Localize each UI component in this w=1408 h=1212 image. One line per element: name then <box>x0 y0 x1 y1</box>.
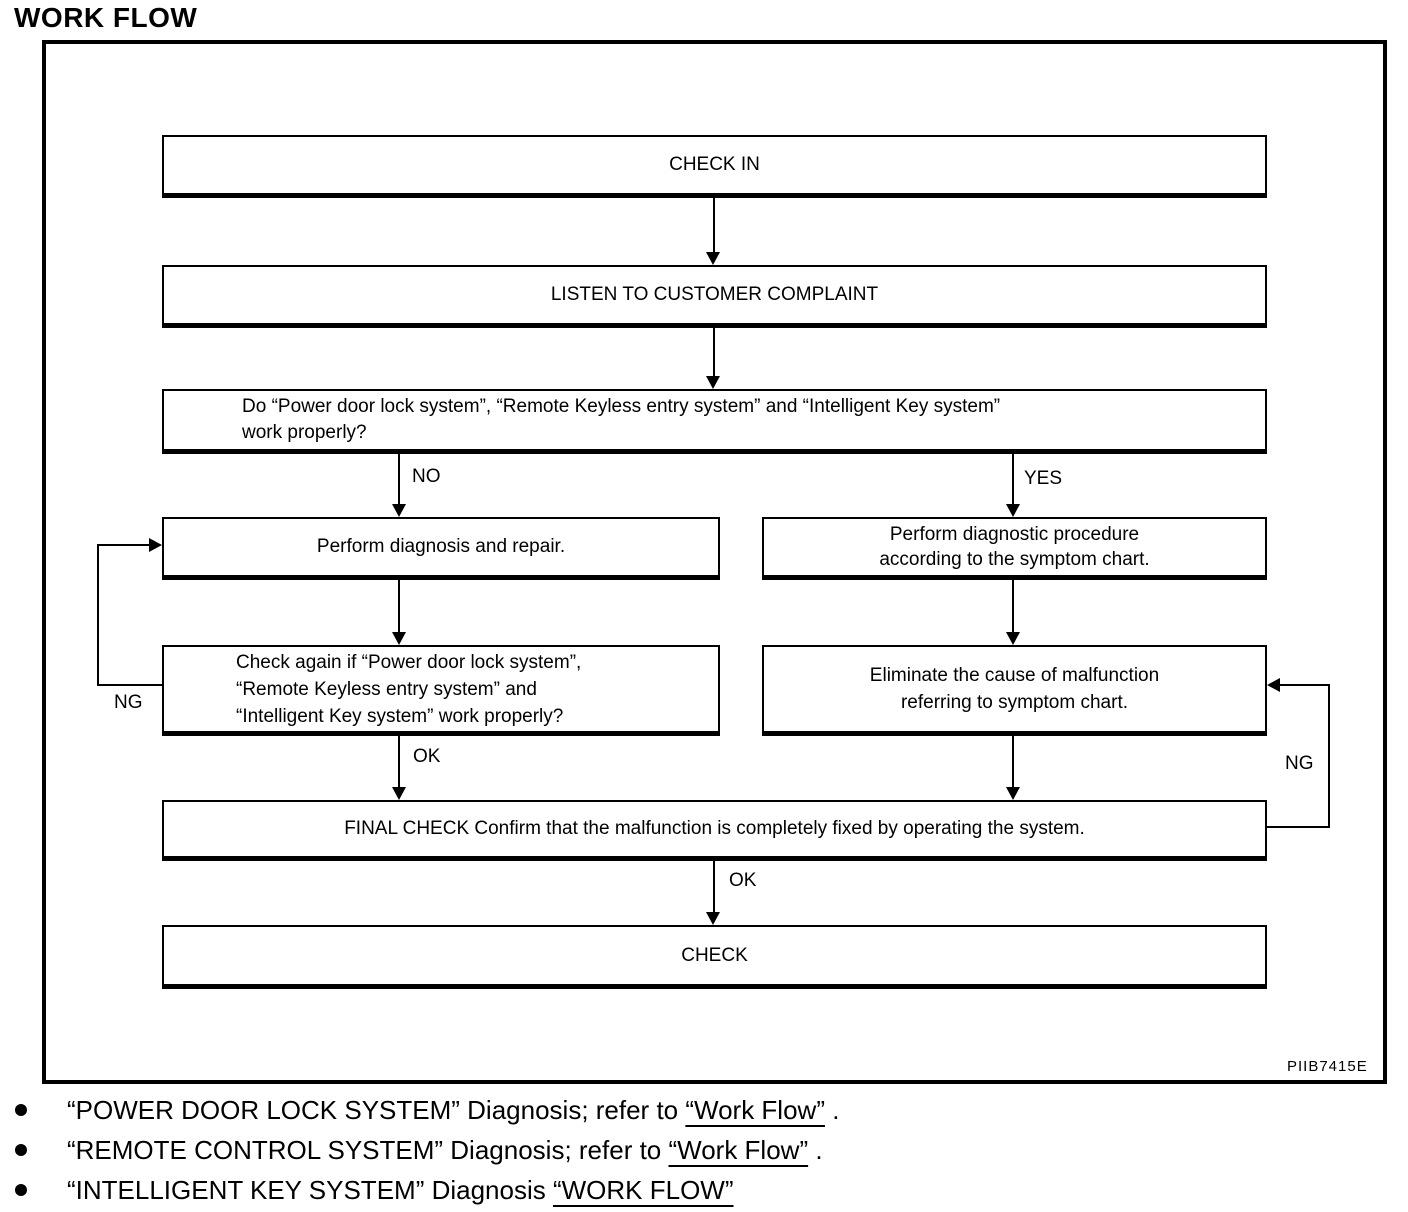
arrowhead-down-icon <box>706 376 720 389</box>
arrowhead-right-icon <box>149 538 162 552</box>
bullet-icon <box>15 1184 27 1196</box>
note-intelligent-key: “INTELLIGENT KEY SYSTEM” Diagnosis “WORK… <box>15 1172 734 1208</box>
page-title: WORK FLOW <box>14 2 198 33</box>
label-no: NO <box>410 466 443 488</box>
note-pre: “POWER DOOR LOCK SYSTEM” Diagnosis; refe… <box>67 1094 686 1125</box>
note-post: . <box>824 1094 840 1125</box>
node-check: CHECK <box>162 925 1267 989</box>
connector-listen-question <box>713 328 715 376</box>
ng-right-loop-bottom <box>1267 826 1330 828</box>
note-pre: “INTELLIGENT KEY SYSTEM” Diagnosis <box>67 1174 553 1205</box>
note-post: . <box>808 1134 823 1165</box>
node-perform-diagnosis-repair: Perform diagnosis and repair. <box>162 517 720 580</box>
node-diagnostic-procedure: Perform diagnostic procedure according t… <box>762 517 1267 580</box>
ng-left-loop-bottom <box>98 684 162 686</box>
connector-eliminate-final <box>1012 736 1014 787</box>
ng-left-loop-vertical <box>97 544 99 686</box>
note-power-door-lock: “POWER DOOR LOCK SYSTEM” Diagnosis; refe… <box>15 1092 839 1128</box>
connector-repair-checkagain <box>398 580 400 632</box>
arrowhead-down-icon <box>392 504 406 517</box>
note-text: “POWER DOOR LOCK SYSTEM” Diagnosis; refe… <box>67 1095 839 1126</box>
label-ok-left: OK <box>411 746 443 768</box>
connector-question-yes <box>1012 454 1014 504</box>
arrowhead-down-icon <box>706 252 720 265</box>
question-line2: work properly? <box>242 422 367 443</box>
arrowhead-down-icon <box>392 787 406 800</box>
node-perform-diagnosis-repair-label: Perform diagnosis and repair. <box>316 536 566 557</box>
node-final-check-label: FINAL CHECK Confirm that the malfunction… <box>344 818 1085 839</box>
label-yes: YES <box>1022 468 1065 490</box>
bullet-icon <box>15 1104 27 1116</box>
note-remote-control: “REMOTE CONTROL SYSTEM” Diagnosis; refer… <box>15 1132 823 1168</box>
diagnostic-procedure-line2: according to the symptom chart. <box>879 549 1150 570</box>
work-flow-link[interactable]: “WORK FLOW” <box>552 1174 734 1205</box>
connector-question-no <box>398 454 400 504</box>
arrowhead-down-icon <box>392 632 406 645</box>
node-final-check: FINAL CHECK Confirm that the malfunction… <box>162 800 1267 861</box>
arrowhead-down-icon <box>706 912 720 925</box>
arrowhead-left-icon <box>1267 678 1280 692</box>
node-check-in: CHECK IN <box>162 135 1267 198</box>
connector-procedure-eliminate <box>1012 580 1014 632</box>
diagnostic-procedure-line1: Perform diagnostic procedure <box>889 524 1140 545</box>
connector-checkin-listen <box>713 198 715 253</box>
eliminate-line2: referring to symptom chart. <box>900 692 1129 713</box>
connector-final-check <box>713 861 715 912</box>
check-again-line3: “Intelligent Key system” work properly? <box>236 705 564 727</box>
eliminate-line1: Eliminate the cause of malfunction <box>869 665 1160 686</box>
label-ok-bottom: OK <box>727 870 759 892</box>
node-eliminate-cause: Eliminate the cause of malfunction refer… <box>762 645 1267 736</box>
note-text: “INTELLIGENT KEY SYSTEM” Diagnosis “WORK… <box>67 1175 734 1206</box>
node-check-again: Check again if “Power door lock system”,… <box>162 645 720 736</box>
figure-code: PIIB7415E <box>1287 1058 1368 1075</box>
bullet-icon <box>15 1144 27 1156</box>
note-text: “REMOTE CONTROL SYSTEM” Diagnosis; refer… <box>67 1135 823 1166</box>
node-check-label: CHECK <box>681 944 748 966</box>
ng-left-loop-top <box>98 544 149 546</box>
ng-right-loop-vertical <box>1328 684 1330 828</box>
note-pre: “REMOTE CONTROL SYSTEM” Diagnosis; refer… <box>67 1134 669 1165</box>
node-listen-complaint-label: LISTEN TO CUSTOMER COMPLAINT <box>550 284 879 305</box>
connector-checkagain-final <box>398 736 400 787</box>
node-check-in-label: CHECK IN <box>669 154 760 175</box>
arrowhead-down-icon <box>1006 787 1020 800</box>
label-ng-right: NG <box>1283 753 1316 775</box>
arrowhead-down-icon <box>1006 504 1020 517</box>
check-again-line1: Check again if “Power door lock system”, <box>236 651 582 673</box>
arrowhead-down-icon <box>1006 632 1020 645</box>
node-question-systems-work: Do “Power door lock system”, “Remote Key… <box>162 389 1267 454</box>
question-line1: Do “Power door lock system”, “Remote Key… <box>242 396 1001 417</box>
label-ng-left: NG <box>112 692 145 714</box>
ng-right-loop-top <box>1280 684 1330 686</box>
work-flow-link[interactable]: “Work Flow” <box>668 1134 809 1165</box>
check-again-line2: “Remote Keyless entry system” and <box>236 678 537 700</box>
node-listen-complaint: LISTEN TO CUSTOMER COMPLAINT <box>162 265 1267 328</box>
work-flow-link[interactable]: “Work Flow” <box>685 1094 825 1125</box>
